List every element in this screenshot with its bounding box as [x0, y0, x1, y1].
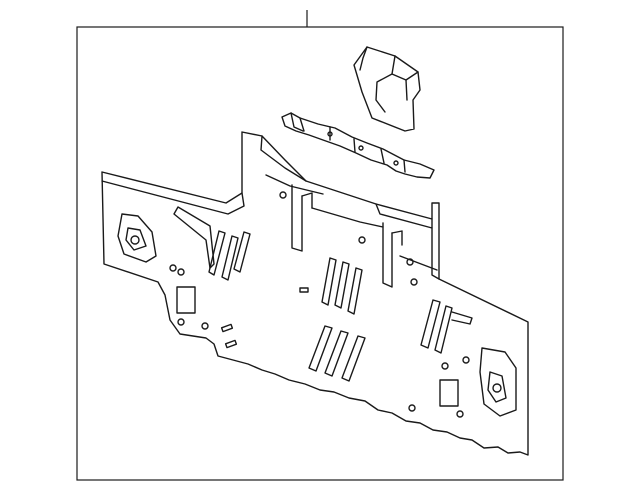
upper-bracket — [353, 46, 421, 132]
reinforcement-bar — [281, 112, 435, 179]
rear-body-panel — [101, 131, 529, 456]
diagram-frame — [76, 26, 564, 481]
